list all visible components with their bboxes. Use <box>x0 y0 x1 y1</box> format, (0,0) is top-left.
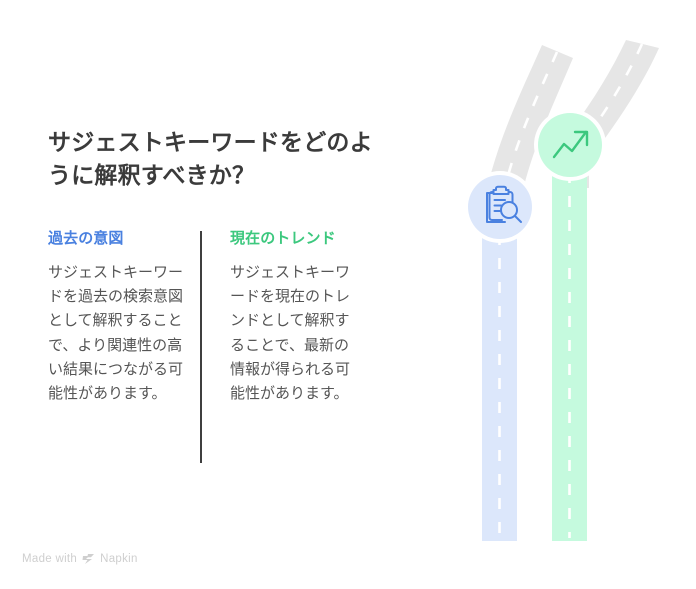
napkin-logo-icon <box>82 553 95 565</box>
column-current-trend: 現在のトレンド サジェストキーワードを現在のトレンドとして解釈することで、最新の… <box>202 229 354 463</box>
column-past-intent: 過去の意図 サジェストキーワードを過去の検索意図として解釈することで、より関連性… <box>48 229 200 463</box>
trending-up-icon <box>552 130 589 159</box>
column-divider <box>200 231 202 464</box>
page-title: サジェストキーワードをどのように解釈すべきか？ <box>48 129 373 188</box>
blue-road <box>482 205 517 541</box>
content-block: サジェストキーワードをどのように解釈すべきか？ 過去の意図 サジェストキーワード… <box>48 126 398 464</box>
footer-brand-label: Napkin <box>100 553 138 565</box>
column-body-past-intent: サジェストキーワードを過去の検索意図として解釈することで、より関連性の高い結果に… <box>48 263 184 403</box>
illustration-roads <box>430 0 696 589</box>
column-body-current-trend: サジェストキーワードを現在のトレンドとして解釈することで、最新の情報が得られる可… <box>230 263 351 403</box>
column-heading-current-trend: 現在のトレンド <box>230 230 336 248</box>
past-intent-badge[interactable] <box>464 171 536 243</box>
made-with-napkin-footer[interactable]: Made with Napkin <box>22 553 138 565</box>
green-road <box>552 143 587 541</box>
clipboard-search-icon <box>486 185 522 223</box>
footer-prefix-label: Made with <box>22 553 78 565</box>
column-heading-past-intent: 過去の意図 <box>48 230 124 248</box>
current-trend-badge[interactable] <box>534 109 606 181</box>
comparison-columns: 過去の意図 サジェストキーワードを過去の検索意図として解釈することで、より関連性… <box>48 229 398 464</box>
